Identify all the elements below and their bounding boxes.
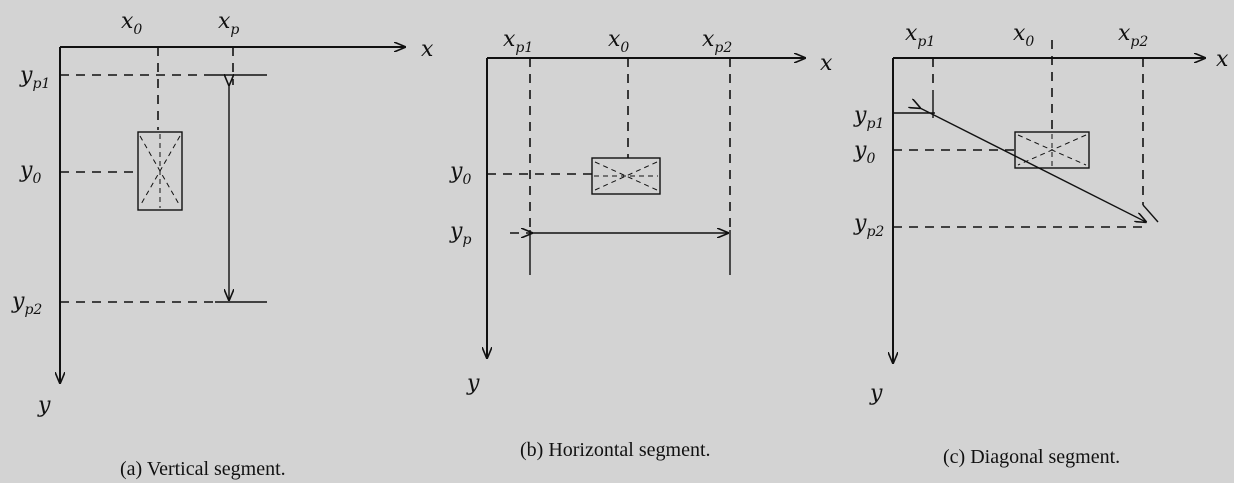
panel-a-box xyxy=(137,131,183,211)
panel-b-x-label: x xyxy=(820,51,833,76)
panel-a-y0-label: y0 xyxy=(19,158,41,187)
caption-a: (a) Vertical segment. xyxy=(120,458,286,480)
panel-c-xp2-label: xp2 xyxy=(1118,21,1148,50)
panel-a-yp2-label: yp2 xyxy=(11,289,42,318)
panel-c-y0-label: y0 xyxy=(853,138,875,167)
panel-a-x-label: x xyxy=(421,37,434,62)
panel-b-xp1-label: xp1 xyxy=(503,27,533,56)
caption-c: (c) Diagonal segment. xyxy=(943,446,1120,468)
panel-b-horizontal-segment: xp1 x0 xp2 x y0 yp y (b) Horizontal segm… xyxy=(449,27,833,461)
panel-a-y-label: y xyxy=(37,393,51,418)
panel-b-yp-label: yp xyxy=(449,219,471,248)
panel-a-xp-label: xp xyxy=(218,9,239,38)
panel-b-xp2-label: xp2 xyxy=(702,27,732,56)
panel-c-diagonal-segment: xp1 x0 xp2 x yp1 y0 yp2 y (c) Diagonal s… xyxy=(853,21,1229,468)
panel-a-yp1-label: yp1 xyxy=(19,63,50,92)
panel-a-x0-label: x0 xyxy=(121,9,142,38)
panel-c-box xyxy=(1014,131,1090,169)
panel-c-xp1-label: xp1 xyxy=(905,21,935,50)
panel-c-segment-arrow xyxy=(920,108,1146,222)
panel-a-vertical-segment: x0 xp x yp1 y0 yp2 y (a) Vertical segmen… xyxy=(11,9,434,480)
panel-c-yp2-label: yp2 xyxy=(853,211,884,240)
panel-b-y-label: y xyxy=(466,371,480,396)
panel-b-x0-label: x0 xyxy=(608,27,629,56)
caption-b: (b) Horizontal segment. xyxy=(520,439,711,461)
panel-c-y-label: y xyxy=(869,381,883,406)
panel-b-y0-label: y0 xyxy=(449,159,471,188)
panel-c-x0-label: x0 xyxy=(1013,21,1034,50)
panel-b-box xyxy=(591,157,661,195)
panel-c-x-label: x xyxy=(1216,47,1229,72)
panel-c-yp1-label: yp1 xyxy=(853,103,884,132)
